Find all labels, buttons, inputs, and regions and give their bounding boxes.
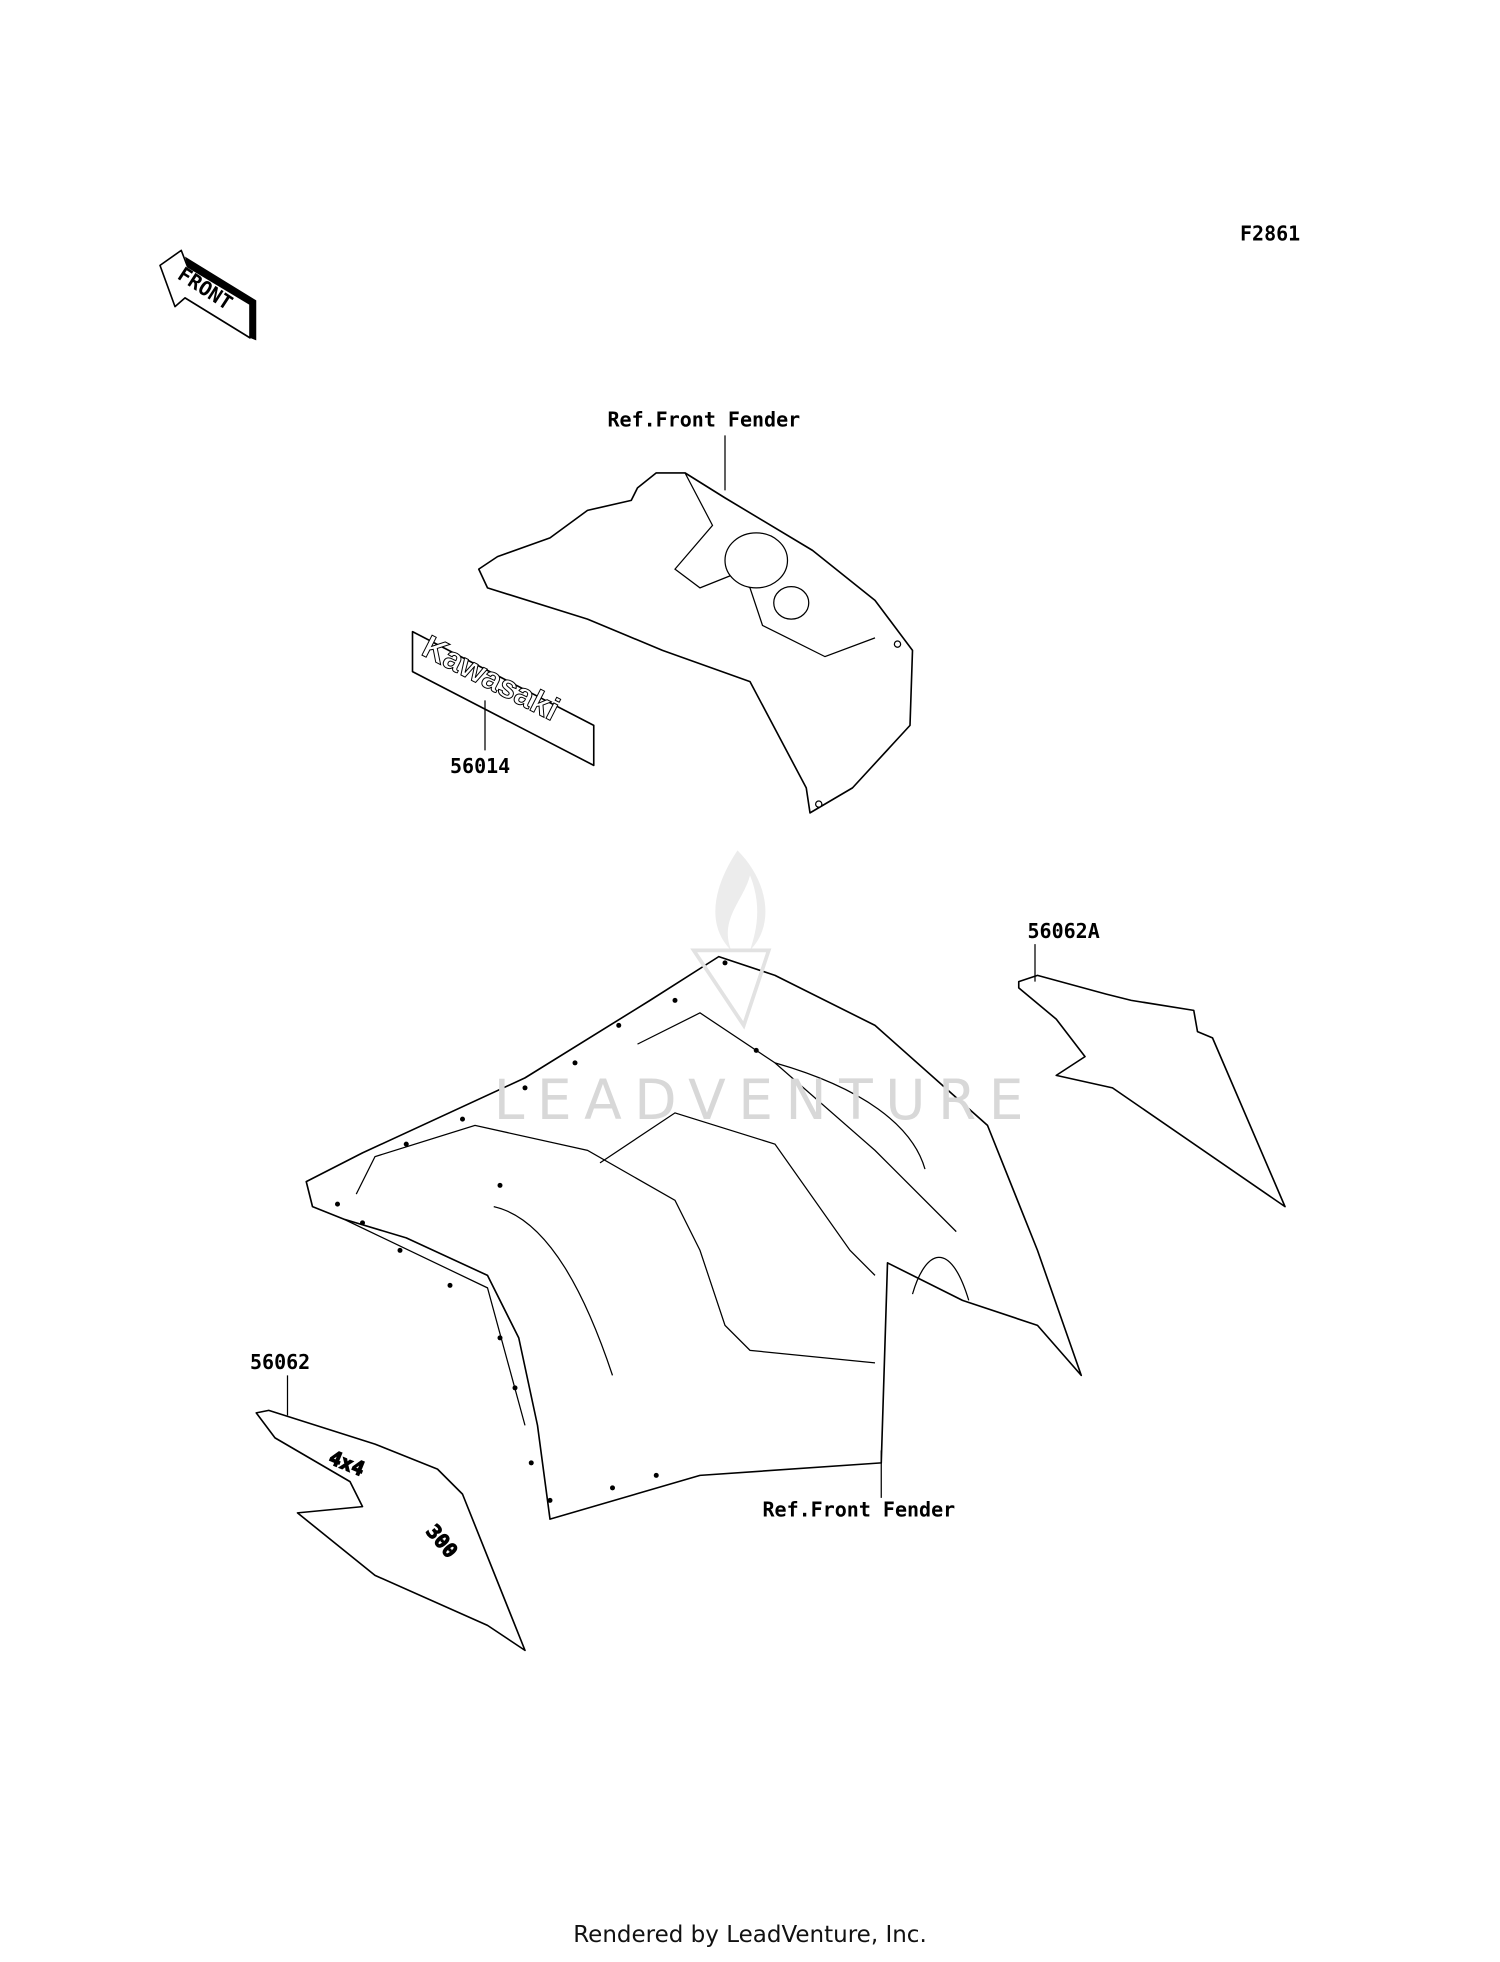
watermark-text: LEADVENTURE: [494, 1068, 1036, 1132]
callout-56062A: 56062A: [1028, 919, 1100, 943]
decal-56062A: [1017, 974, 1286, 1208]
front-fender-upper: [477, 472, 914, 814]
callout-56014: 56014: [450, 754, 510, 778]
mounting-holes: [335, 960, 759, 1503]
kawasaki-emblem: Kawasaki: [411, 628, 595, 767]
watermark-logo: LEADVENTURE: [494, 850, 1036, 1132]
callout-ref-front-fender-top: Ref.Front Fender: [608, 408, 801, 432]
callout-ref-front-fender-bottom: Ref.Front Fender: [763, 1498, 956, 1522]
decal-56062: 4x4 300: [255, 1409, 526, 1652]
figure-code: F2861: [1240, 221, 1300, 245]
footer-credit: Rendered by LeadVenture, Inc.: [573, 1922, 927, 1948]
callout-56062: 56062: [250, 1350, 310, 1374]
front-arrow: FRONT: [159, 249, 257, 341]
front-fender-lower: [305, 955, 1083, 1520]
